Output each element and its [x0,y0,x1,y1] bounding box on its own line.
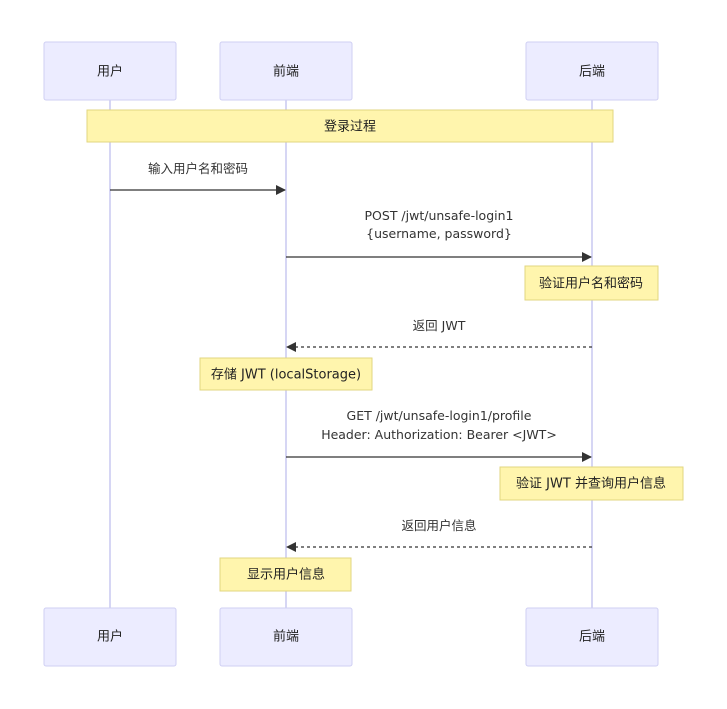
message-input-credentials-label: 输入用户名和密码 [148,161,248,176]
actor-backend-bottom: 后端 [525,607,659,667]
actor-backend-bottom-label: 后端 [579,630,605,645]
message-post-login-line2: {username, password} [366,226,512,241]
note-login-process-label: 登录过程 [324,120,376,135]
actor-user-top: 用户 [43,41,177,101]
actor-user-bottom-label: 用户 [97,629,123,645]
note-verify-jwt-label: 验证 JWT 并查询用户信息 [516,476,666,492]
note-verify-jwt: 验证 JWT 并查询用户信息 [499,466,684,501]
actor-frontend-bottom-label: 前端 [273,629,299,645]
note-login-process: 登录过程 [86,109,614,143]
actor-backend-top-label: 后端 [579,65,605,80]
message-post-login: POST /jwt/unsafe-login1 {username, passw… [286,208,592,262]
message-return-jwt: 返回 JWT [286,318,592,352]
note-verify-credentials: 验证用户名和密码 [524,265,659,301]
actor-frontend-top: 前端 [219,41,353,101]
note-store-jwt: 存储 JWT (localStorage) [199,357,373,391]
message-return-user-info-label: 返回用户信息 [401,518,476,533]
note-verify-credentials-label: 验证用户名和密码 [539,276,643,292]
note-store-jwt-label: 存储 JWT (localStorage) [211,368,361,383]
message-get-profile-line2: Header: Authorization: Bearer <JWT> [321,427,557,442]
message-return-user-info: 返回用户信息 [286,518,592,552]
message-return-jwt-label: 返回 JWT [413,318,466,333]
actor-user-bottom: 用户 [43,607,177,667]
note-show-user-info: 显示用户信息 [219,557,352,592]
actor-backend-top: 后端 [525,41,659,101]
message-get-profile: GET /jwt/unsafe-login1/profile Header: A… [286,408,592,462]
message-get-profile-line1: GET /jwt/unsafe-login1/profile [347,408,532,423]
message-input-credentials: 输入用户名和密码 [110,161,286,195]
actor-frontend-top-label: 前端 [273,64,299,80]
note-show-user-info-label: 显示用户信息 [247,567,325,583]
actor-user-top-label: 用户 [97,64,123,80]
message-post-login-line1: POST /jwt/unsafe-login1 [365,208,514,223]
actor-frontend-bottom: 前端 [219,607,353,667]
